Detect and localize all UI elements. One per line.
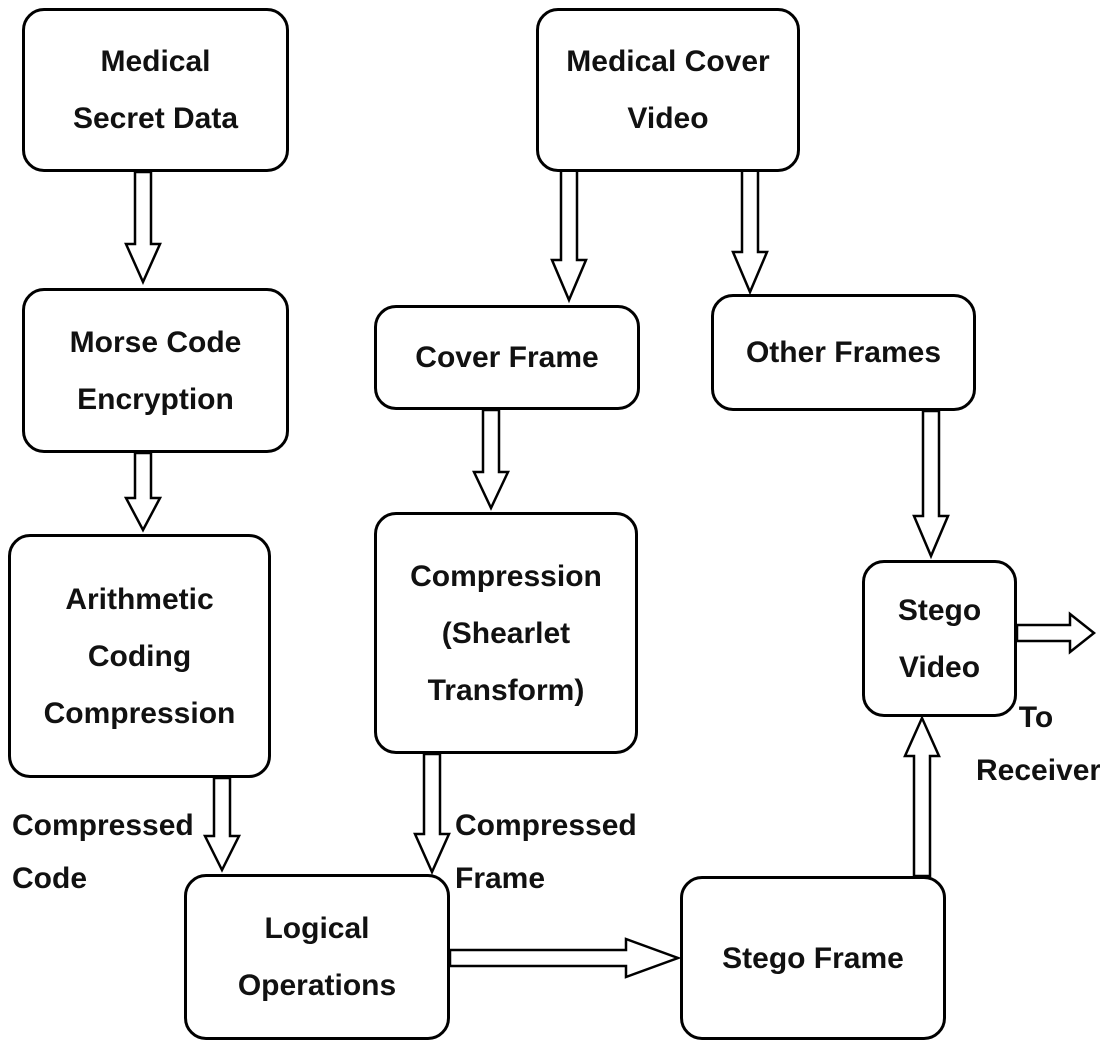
to-receiver-label: To Receiver <box>976 701 1100 787</box>
arrow-stego-video-to-receiver <box>1015 611 1097 655</box>
compression-shearlet-transform-box: Compression (Shearlet Transform) <box>374 512 638 754</box>
arrow-compression-to-logical <box>413 752 451 876</box>
other-frames-box: Other Frames <box>711 294 976 411</box>
logical-operations-box: Logical Operations <box>184 874 450 1040</box>
arrow-stego-frame-to-stego-video <box>903 714 941 878</box>
compressed-code-label: Compressed Code <box>12 809 194 895</box>
medical-cover-video-box: Medical Cover Video <box>536 8 800 172</box>
cover-frame-box: Cover Frame <box>374 305 640 410</box>
arrow-video-to-other-frames <box>731 164 769 296</box>
stego-frame-box: Stego Frame <box>680 876 946 1040</box>
arrow-morse-to-arithmetic <box>123 451 163 533</box>
arrow-logical-to-stego-frame <box>448 937 682 979</box>
morse-code-encryption-box: Morse Code Encryption <box>22 288 289 453</box>
stego-video-box: Stego Video <box>862 560 1017 717</box>
arrow-cover-frame-to-compression <box>472 408 510 511</box>
arrow-secret-to-morse <box>124 170 162 286</box>
arrow-arithmetic-to-logical <box>202 776 242 873</box>
arithmetic-coding-compression-box: Arithmetic Coding Compression <box>8 534 271 778</box>
medical-secret-data-box: Medical Secret Data <box>22 8 289 172</box>
compressed-frame-label: Compressed Frame <box>455 809 637 895</box>
arrow-video-to-cover-frame <box>550 164 588 304</box>
arrow-other-frames-to-stego-video <box>912 409 950 560</box>
